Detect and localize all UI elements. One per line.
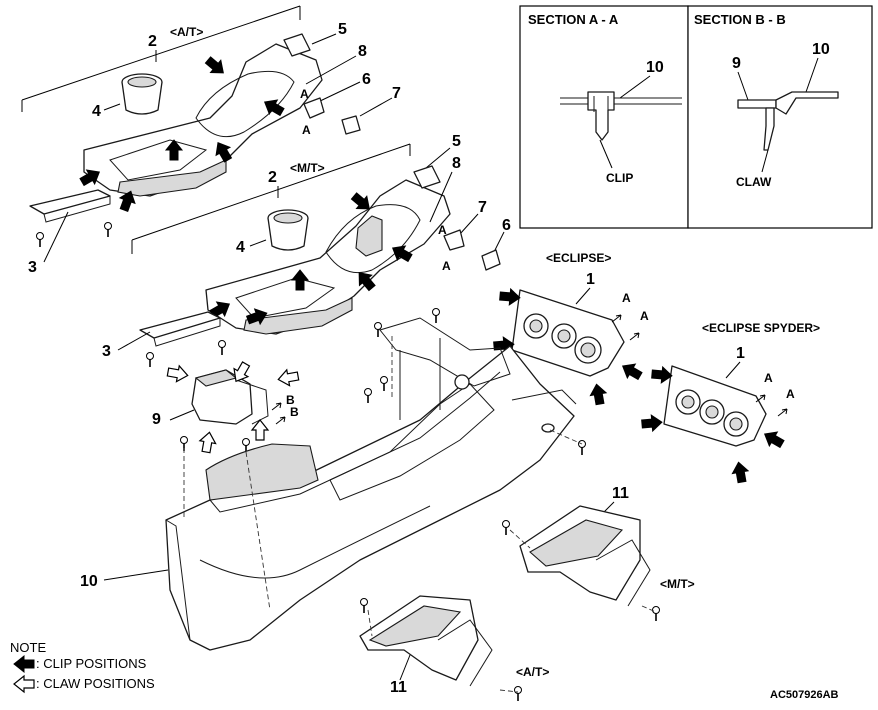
svg-text:11: 11 (612, 485, 629, 502)
switch-at: 5 (283, 21, 347, 57)
floor-console-body: 10 (80, 307, 587, 651)
part-1-eclipse: 1 (586, 271, 595, 288)
svg-text:11: 11 (390, 679, 407, 696)
variant-eclipse-label: <ECLIPSE> (546, 251, 611, 265)
bracket-mt-variant-label: <M/T> (660, 577, 695, 591)
svg-text:3: 3 (28, 259, 37, 276)
part-2-mt: 2 (268, 169, 277, 186)
note-legend: NOTE : CLIP POSITIONS : CLAW POSITIONS (10, 640, 155, 693)
marker-a5: A (622, 291, 631, 305)
part-9-holder: 9 B B (152, 359, 300, 454)
part-7-at: 7 (392, 85, 401, 102)
marker-a8: A (786, 387, 795, 401)
bracket-11-at: 11 <A/T> (359, 595, 549, 702)
marker-b2: B (290, 405, 299, 419)
bracket-at-variant-label: <A/T> (516, 665, 549, 679)
bracket-11-mt: 11 <M/T> (501, 485, 695, 622)
cup-holder-at: 4 (92, 73, 163, 120)
at-upper-panel-group: 2 <A/T> 4 5 8 6 7 A A (21, 5, 401, 276)
section-b-b-box: SECTION B - B 9 10 CLAW (687, 5, 873, 229)
figure-code: AC507926AB (770, 689, 839, 701)
section-b-part-9: 9 (732, 55, 741, 72)
variant-mt-label: <M/T> (290, 161, 325, 175)
mt-upper-panel-group: 2 <M/T> 4 5 8 7 6 A A (102, 133, 511, 368)
marker-a3: A (438, 223, 447, 237)
marker-a2: A (302, 123, 311, 137)
part-6-mt: 6 (502, 217, 511, 234)
variant-eclipse-spyder-label: <ECLIPSE SPYDER> (702, 321, 820, 335)
svg-text:10: 10 (80, 573, 98, 590)
svg-text:NOTE: NOTE (10, 640, 46, 655)
section-a-clip-label: CLIP (606, 171, 633, 185)
svg-text:3: 3 (102, 343, 111, 360)
part-8-mt: 8 (452, 155, 461, 172)
marker-a6: A (640, 309, 649, 323)
section-a-title: SECTION A - A (528, 12, 619, 27)
switch-mt: 5 (413, 133, 461, 189)
section-a-a-box: SECTION A - A 10 CLIP (519, 5, 689, 229)
clip-legend-text: : CLIP POSITIONS (36, 656, 147, 671)
part-2-at: 2 (148, 33, 157, 50)
svg-text:4: 4 (236, 239, 245, 256)
svg-text:5: 5 (338, 21, 347, 38)
marker-a7: A (764, 371, 773, 385)
part-8-at: 8 (358, 43, 367, 60)
part-6-at: 6 (362, 71, 371, 88)
marker-b1: B (286, 393, 295, 407)
cup-holder-mt: 4 (236, 209, 309, 256)
svg-text:4: 4 (92, 103, 101, 120)
eclipse-spyder-switch-panel: <ECLIPSE SPYDER> 1 A A (640, 321, 820, 484)
part-1-spyder: 1 (736, 345, 745, 362)
eclipse-switch-panel: <ECLIPSE> 1 A A (492, 251, 649, 406)
bracket-mt: 3 (102, 311, 227, 368)
marker-a1: A (300, 87, 309, 101)
section-b-title: SECTION B - B (694, 12, 786, 27)
section-b-claw-label: CLAW (736, 175, 772, 189)
section-b-part-10: 10 (812, 41, 830, 58)
svg-text:5: 5 (452, 133, 461, 150)
bracket-at: 3 (28, 189, 113, 276)
svg-text:9: 9 (152, 411, 161, 428)
variant-at-label: <A/T> (170, 25, 203, 39)
claw-legend-text: : CLAW POSITIONS (36, 676, 155, 691)
part-7-mt: 7 (478, 199, 487, 216)
marker-a4: A (442, 259, 451, 273)
section-a-part-number: 10 (646, 59, 664, 76)
